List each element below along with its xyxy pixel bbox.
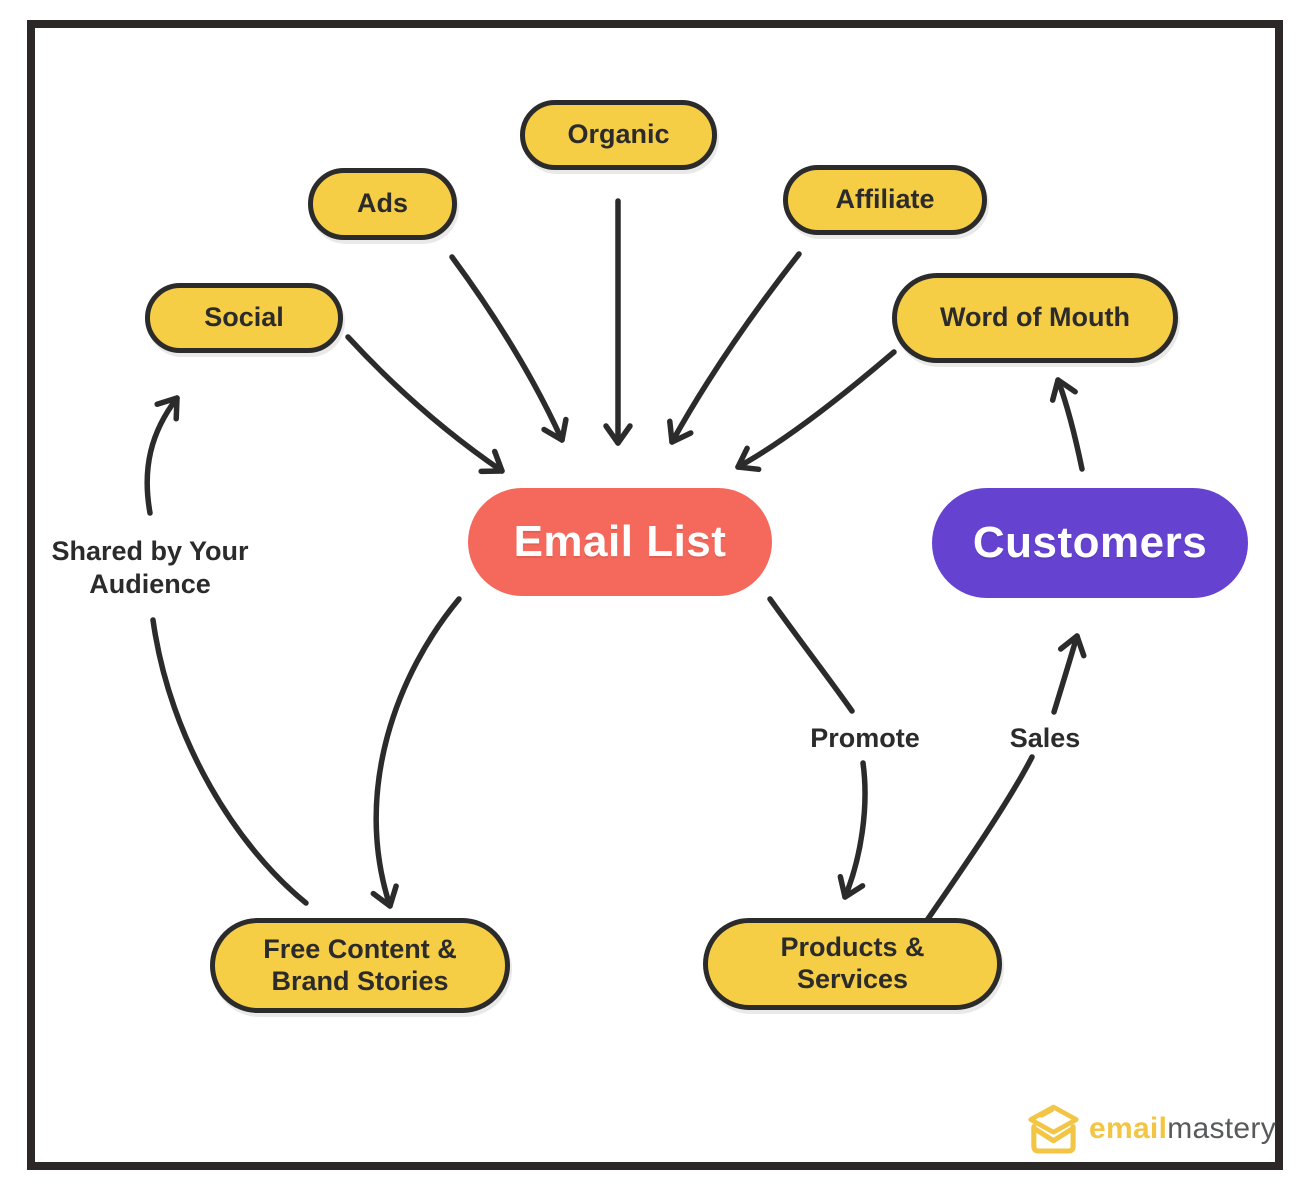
node-email-list-label: Email List [513,517,727,567]
edge-label-promote: Promote [790,722,940,755]
diagram-border [27,20,1283,1170]
node-organic-label: Organic [567,119,670,150]
node-customers: Customers [932,488,1248,598]
node-products-services: Products & Services [703,918,1002,1010]
logo-text-email: email [1088,1112,1168,1145]
node-word-of-mouth: Word of Mouth [892,273,1178,363]
node-social: Social [145,283,343,353]
edge-label-shared-by-audience: Shared by Your Audience [35,535,265,601]
node-free-content-line1: Free Content & [263,933,457,964]
emailmastery-logo-icon [1028,1104,1079,1154]
edge-label-promote-text: Promote [810,723,920,753]
edge-label-sales: Sales [980,722,1110,755]
edge-label-shared-line1: Shared by Your [51,536,249,566]
node-customers-label: Customers [972,518,1208,568]
node-word-of-mouth-label: Word of Mouth [940,302,1130,333]
edge-label-sales-text: Sales [1009,723,1081,753]
node-products-services-line2: Services [796,964,909,994]
node-email-list: Email List [468,488,772,596]
logo-text-mastery: mastery [1167,1112,1276,1145]
node-organic: Organic [520,100,717,170]
edge-label-shared-line2: Audience [89,568,211,599]
node-free-content: Free Content & Brand Stories [210,918,510,1013]
node-free-content-line2: Brand Stories [271,965,449,996]
node-products-services-line1: Products & [780,932,925,963]
node-ads: Ads [308,168,457,240]
node-affiliate: Affiliate [783,165,987,235]
node-ads-label: Ads [356,188,408,219]
node-affiliate-label: Affiliate [835,184,935,215]
node-social-label: Social [204,302,284,333]
